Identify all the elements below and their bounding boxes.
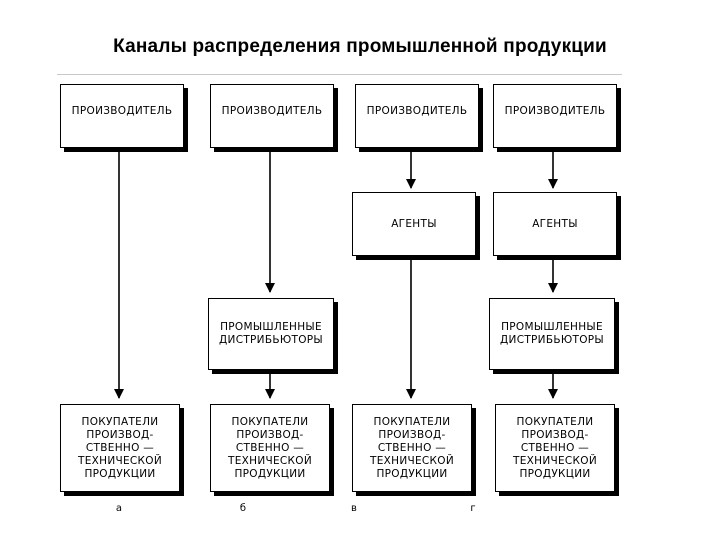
producer-box-g: ПРОИЗВОДИТЕЛЬ xyxy=(493,84,617,148)
agents-box-g: АГЕНТЫ xyxy=(493,192,617,256)
title-divider xyxy=(57,74,622,75)
buyers-box-a: ПОКУПАТЕЛИ ПРОИЗВОД- СТВЕННО — ТЕХНИЧЕСК… xyxy=(60,404,180,492)
page-title: Каналы распределения промышленной продук… xyxy=(113,36,607,57)
producer-box-a: ПРОИЗВОДИТЕЛЬ xyxy=(60,84,184,148)
agents-box-v: АГЕНТЫ xyxy=(352,192,476,256)
distributors-box-b: ПРОМЫШЛЕННЫЕ ДИСТРИБЬЮТОРЫ xyxy=(208,298,334,370)
buyers-box-v: ПОКУПАТЕЛИ ПРОИЗВОД- СТВЕННО — ТЕХНИЧЕСК… xyxy=(352,404,472,492)
channel-label-g: г xyxy=(470,503,476,514)
producer-box-v: ПРОИЗВОДИТЕЛЬ xyxy=(355,84,479,148)
channel-label-a: а xyxy=(115,503,123,514)
distributors-box-g: ПРОМЫШЛЕННЫЕ ДИСТРИБЬЮТОРЫ xyxy=(489,298,615,370)
producer-box-b: ПРОИЗВОДИТЕЛЬ xyxy=(210,84,334,148)
channel-label-v: в xyxy=(351,503,357,514)
buyers-box-g: ПОКУПАТЕЛИ ПРОИЗВОД- СТВЕННО — ТЕХНИЧЕСК… xyxy=(495,404,615,492)
channel-label-b: б xyxy=(239,503,247,514)
buyers-box-b: ПОКУПАТЕЛИ ПРОИЗВОД- СТВЕННО — ТЕХНИЧЕСК… xyxy=(210,404,330,492)
